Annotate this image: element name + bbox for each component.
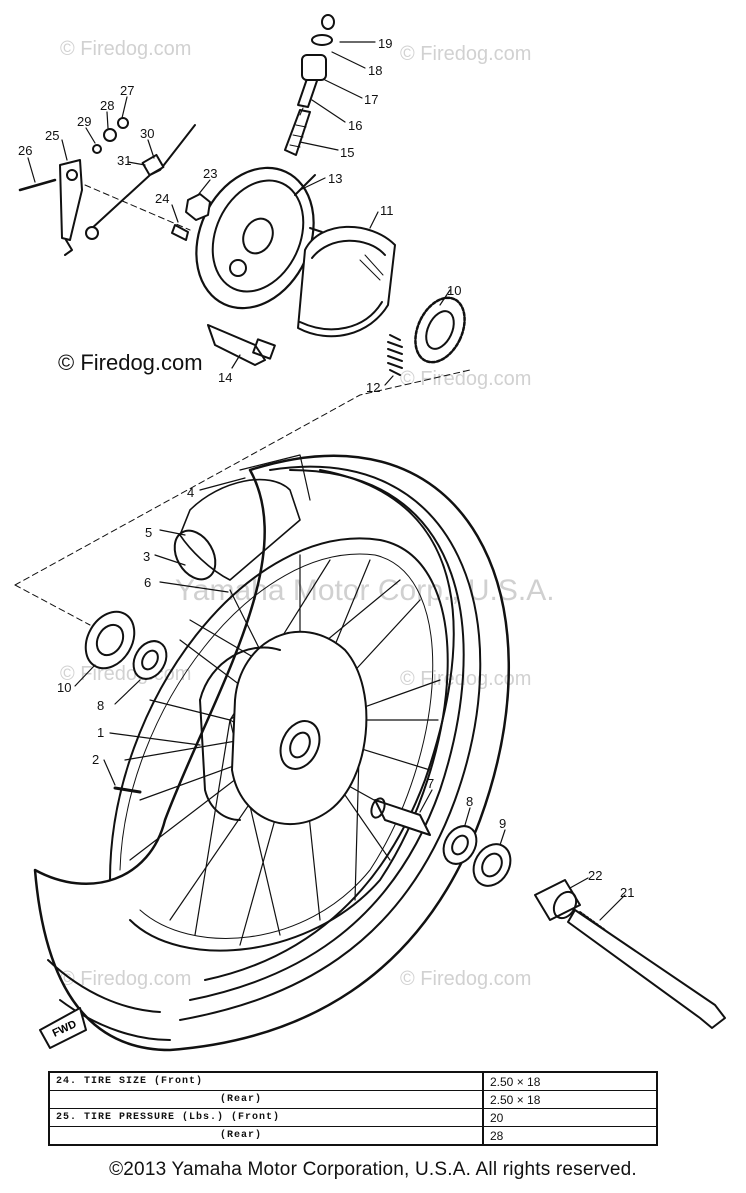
spec-label: 24. TIRE SIZE (Front) [48, 1071, 484, 1091]
callout-31: 31 [117, 153, 131, 168]
callout-12: 11 [380, 203, 394, 218]
callout-15: 14 [218, 370, 232, 385]
callout-1: 1 [97, 725, 104, 740]
callout-8: 8 [97, 698, 104, 713]
watermark-firedog: © Firedog.com [400, 968, 531, 990]
table-row: (Rear) 2.50 × 18 [48, 1090, 658, 1109]
axle-collar [370, 797, 431, 836]
callout-27: 27 [120, 83, 134, 98]
copyright-notice: ©2013 Yamaha Motor Corporation, U.S.A. A… [109, 1159, 637, 1180]
callout-10: 10 [57, 680, 71, 695]
callout-26: 26 [18, 143, 32, 158]
speedometer-cable-parts [284, 14, 335, 156]
table-row: (Rear) 28 [48, 1126, 658, 1146]
callout-20: 19 [378, 36, 392, 51]
group-outline [84, 184, 191, 231]
callout-23: 23 [203, 166, 217, 181]
spec-label: (Rear) [48, 1090, 484, 1109]
table-row: 25. TIRE PRESSURE (Lbs.) (Front) 20 [48, 1108, 658, 1127]
callout-3: 3 [143, 549, 150, 564]
callout-13: 12 [366, 380, 380, 395]
group-outline [14, 584, 91, 626]
callout-25: 25 [45, 128, 59, 143]
cam-shaft [207, 324, 276, 366]
bearing [132, 640, 168, 680]
bolt [171, 224, 189, 241]
callout-14: 13 [328, 171, 342, 186]
watermark-firedog: © Firedog.com [400, 43, 531, 65]
callout-29: 29 [77, 114, 91, 129]
callout-17: 16 [348, 118, 362, 133]
spacer [534, 879, 581, 921]
nut [185, 193, 211, 221]
watermark-firedog: © Firedog.com [60, 38, 191, 60]
spring [387, 334, 403, 376]
tire-spec-table: 24. TIRE SIZE (Front) 2.50 × 18 (Rear) 2… [48, 1071, 658, 1146]
table-row: 24. TIRE SIZE (Front) 2.50 × 18 [48, 1071, 658, 1091]
tube [173, 454, 311, 581]
bearing [442, 825, 478, 865]
callout-4: 4 [187, 485, 194, 500]
oil-seal [84, 610, 136, 670]
hub [199, 630, 368, 826]
spec-label: 25. TIRE PRESSURE (Lbs.) (Front) [48, 1108, 484, 1127]
rim-inner [119, 553, 434, 939]
brake-shoes [297, 225, 396, 338]
spec-value: 2.50 × 18 [482, 1071, 658, 1091]
callouts: 19 18 17 16 15 13 11 10 12 14 4 5 3 6 10… [18, 36, 634, 900]
watermark-firedog: © Firedog.com [400, 368, 531, 390]
callout-19: 18 [368, 63, 382, 78]
group-outline [14, 369, 471, 586]
axle [567, 909, 726, 1029]
oil-seal [472, 843, 512, 887]
callout-24: 24 [155, 191, 169, 206]
tire [33, 454, 510, 1052]
callout-9: 9 [499, 816, 506, 831]
leader-lines [27, 41, 626, 921]
brake-arm-assembly [18, 117, 196, 256]
rim [109, 537, 449, 952]
watermark-firedog: © Firedog.com [58, 350, 203, 375]
callout-7: 7 [427, 776, 434, 791]
spec-label: (Rear) [48, 1126, 484, 1146]
spoke-nipple [113, 786, 142, 794]
brake-gear [414, 296, 466, 364]
callout-22: 22 [588, 868, 602, 883]
callout-2: 2 [92, 752, 99, 767]
callout-18: 17 [364, 92, 378, 107]
callout-8b: 8 [466, 794, 473, 809]
spec-value: 2.50 × 18 [482, 1090, 658, 1109]
callout-6: 6 [144, 575, 151, 590]
callout-21: 21 [620, 885, 634, 900]
spec-value: 20 [482, 1108, 658, 1127]
callout-5: 5 [145, 525, 152, 540]
callout-16: 15 [340, 145, 354, 160]
spec-value: 28 [482, 1126, 658, 1146]
callout-28: 28 [100, 98, 114, 113]
watermark-firedog: © Firedog.com [60, 968, 191, 990]
callout-30: 30 [140, 126, 154, 141]
callout-11: 10 [447, 283, 461, 298]
fwd-arrow-icon [39, 1007, 87, 1049]
